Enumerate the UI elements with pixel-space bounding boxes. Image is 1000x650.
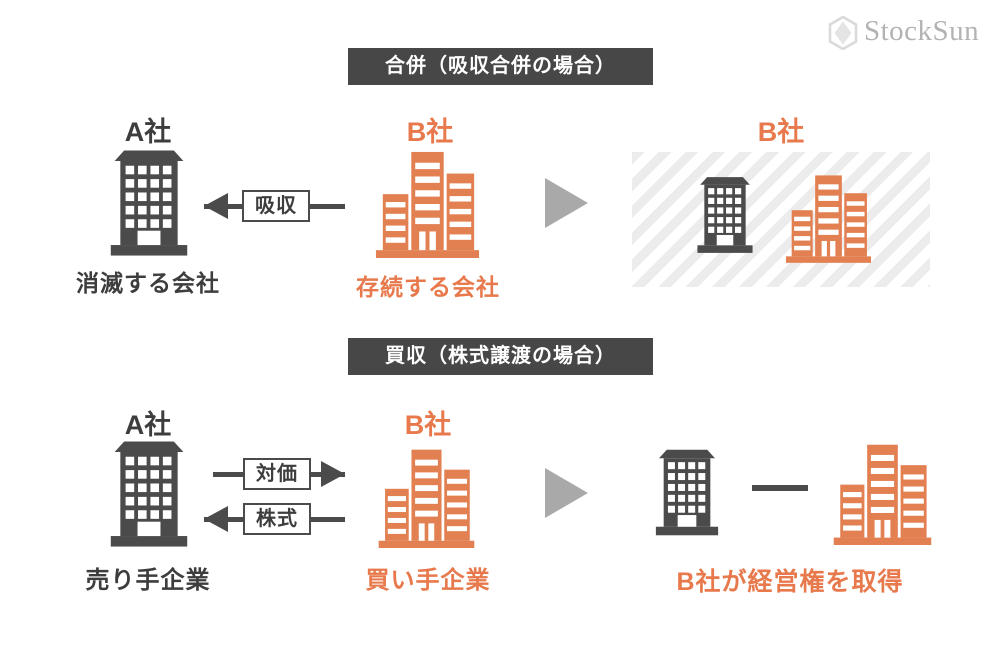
building-orange-icon <box>375 148 480 258</box>
flow-arrow-icon <box>545 468 588 518</box>
building-dark-icon <box>106 441 192 547</box>
absorption-label-box: 吸収 <box>242 190 310 222</box>
merger-company-a-title: A社 <box>124 117 172 147</box>
merger-company-b-caption: 存続する会社 <box>356 274 500 300</box>
acquisition-company-b-title: B社 <box>404 410 452 440</box>
building-orange-icon <box>828 441 937 545</box>
merger-company-a-caption: 消滅する会社 <box>76 270 220 296</box>
acquisition-company-a-caption: 売り手企業 <box>85 567 211 594</box>
shares-arrow: 株式 <box>204 503 345 541</box>
stocksun-logo-text: StockSun <box>864 15 980 47</box>
acquisition-section-badge: 買収（株式譲渡の場合） <box>348 338 653 375</box>
building-orange-icon <box>375 446 478 548</box>
arrow-left-head-icon <box>204 193 228 219</box>
acquisition-company-a-title: A社 <box>124 410 172 440</box>
acquisition-company-b-caption: 買い手企業 <box>365 567 491 594</box>
merger-result-panel <box>632 152 930 287</box>
building-dark-icon <box>694 167 756 263</box>
merger-company-b-title: B社 <box>406 117 454 147</box>
flow-arrow-icon <box>545 178 588 228</box>
acquisition-result-caption: B社が経営権を取得 <box>676 568 904 596</box>
merger-section-badge: 合併（吸収合併の場合） <box>348 48 653 85</box>
building-dark-icon <box>652 440 722 545</box>
consideration-arrow: 対価 <box>213 458 345 496</box>
building-orange-icon <box>786 172 871 263</box>
consideration-label-box: 対価 <box>243 458 311 490</box>
absorption-arrow: 吸収 <box>204 190 345 228</box>
ownership-link-dash <box>752 485 808 491</box>
building-dark-icon <box>106 150 192 256</box>
shares-label-box: 株式 <box>243 503 311 535</box>
arrow-right-head-icon <box>321 461 345 487</box>
stocksun-logo-icon <box>828 16 858 50</box>
arrow-left-head-icon <box>204 506 228 532</box>
merger-result-title: B社 <box>757 117 805 147</box>
